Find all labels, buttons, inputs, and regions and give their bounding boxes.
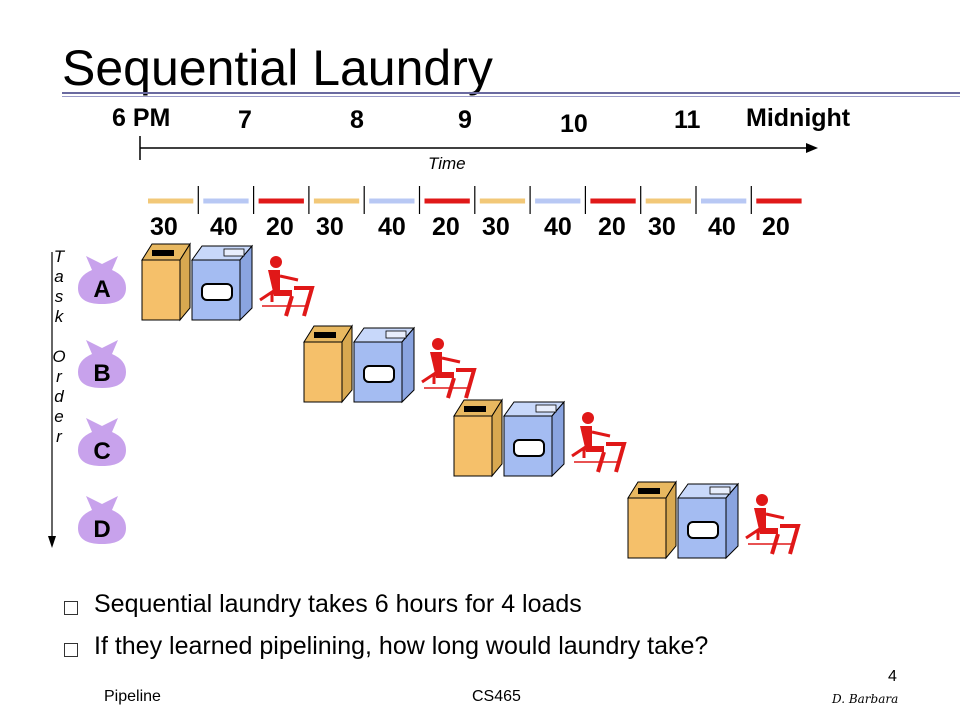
bag-label: C [93,438,110,465]
duration-label: 30 [482,213,510,241]
duration-label: 30 [150,213,178,241]
laundry-stage-group-c [452,396,632,485]
hour-label-9: 9 [458,106,472,134]
task-order-letter: a [54,267,64,286]
hour-label-8: 8 [350,106,364,134]
time-axis-arrowhead [806,143,818,153]
task-order-letter: O [52,347,66,366]
dryer-icon [191,244,254,322]
folding-person-icon [571,412,627,473]
laundry-bag-c: C [78,418,126,466]
task-order-arrow-head [48,536,56,548]
folding-person-icon [421,338,477,399]
duration-label: 20 [598,213,626,241]
bag-label: D [93,516,110,543]
footer-center: CS465 [472,688,521,705]
dryer-icon [353,326,416,404]
washer-icon [453,398,503,478]
duration-label: 30 [648,213,676,241]
page-number: 4 [888,668,897,685]
folding-person-icon [745,494,801,555]
laundry-stage-group-d [626,478,806,567]
task-order-letter: d [54,387,64,406]
laundry-stage-drawing [303,324,477,404]
bag-label: B [93,360,110,387]
dryer-icon [503,400,566,478]
hour-label-6pm: 6 PM [112,104,171,132]
laundry-stage-drawing [627,480,801,560]
dryer-icon [677,482,740,560]
hour-label-midnight: Midnight [746,104,851,132]
task-order-letter: T [53,247,65,266]
laundry-stage-group-b [302,322,482,411]
bullet-text: Sequential laundry takes 6 hours for 4 l… [94,590,582,618]
laundry-bag-a: A [78,256,126,304]
bag-shape [78,256,126,304]
duration-label: 40 [708,213,736,241]
duration-label: 30 [316,213,344,241]
author-signature: D. Barbara [832,692,899,706]
task-order-letter: r [56,367,62,386]
bag-shape [78,418,126,466]
laundry-stage-drawing [141,242,315,322]
hour-label-7: 7 [238,106,252,134]
duration-label: 20 [266,213,294,241]
hour-label-11: 11 [674,106,701,134]
bullet-marker [64,643,78,657]
bullet-marker [64,601,78,615]
bag-shape [78,340,126,388]
folding-person-icon [259,256,315,317]
bullet-text: If they learned pipelining, how long wou… [94,632,709,660]
title-rule-shadow [62,96,960,97]
laundry-bag-d: D [78,496,126,544]
footer-left: Pipeline [104,688,161,705]
laundry-stage-drawing [453,398,627,478]
washer-icon [303,324,353,404]
task-order-label: T a s k O r d e r [48,247,70,447]
bag-shape [78,496,126,544]
slide-title: Sequential Laundry [62,40,493,96]
washer-icon [141,242,191,322]
time-axis-label: Time [428,154,466,173]
duration-label: 20 [432,213,460,241]
task-order-letter: e [54,407,64,426]
hour-label-10: 10 [560,110,588,138]
washer-icon [627,480,677,560]
task-order-letter: r [56,427,62,446]
duration-label: 40 [210,213,238,241]
title-rule [62,92,960,94]
task-order-letter: s [54,287,64,306]
duration-label: 20 [762,213,790,241]
duration-label: 40 [544,213,572,241]
laundry-stage-group-a [140,240,320,329]
bag-label: A [93,276,110,303]
task-order-letter: k [54,307,64,326]
duration-label: 40 [378,213,406,241]
laundry-bag-b: B [78,340,126,388]
